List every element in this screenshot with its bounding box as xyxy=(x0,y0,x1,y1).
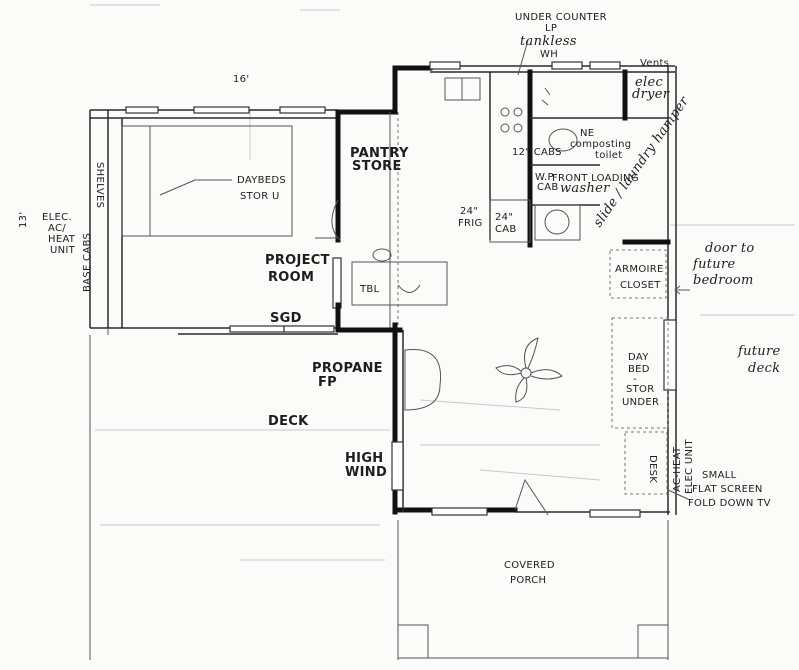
kitchen-bath xyxy=(444,69,671,248)
toilet-label-2: composting xyxy=(570,139,631,150)
elec-unit-right-label: ELEC UNIT xyxy=(684,438,695,494)
future-deck-label: future xyxy=(737,344,781,359)
front-loading-label: FRONT LOADING xyxy=(552,173,639,184)
project-label: PROJECT xyxy=(265,253,330,268)
daybed-right-label-5: UNDER xyxy=(622,397,659,408)
ac-heat-unit-label-2: AC/ xyxy=(48,223,66,234)
daybed-right-label-2: BED xyxy=(628,364,650,375)
ac-heat-right-label: AC-HEAT xyxy=(672,446,683,492)
labels: 16' 13' UNDER COUNTER LP tankless WH Ven… xyxy=(18,12,781,586)
laundry-hamper-label: slide / laundry hamper xyxy=(591,94,693,230)
closet-label: CLOSET xyxy=(620,280,661,291)
lp-label: LP xyxy=(545,23,557,34)
ac-heat-unit-label: ELEC. xyxy=(42,212,72,223)
covered-porch xyxy=(397,520,669,660)
under-counter-label: UNDER COUNTER xyxy=(515,12,607,23)
main-house-walls xyxy=(337,61,677,518)
fp-label: FP xyxy=(318,375,337,390)
door-future-label-3: bedroom xyxy=(693,273,754,288)
vents-label: Vents xyxy=(640,58,669,69)
wh-label: WH xyxy=(540,49,558,60)
wind-label: WIND xyxy=(345,465,387,480)
cabs-12-label: 12" CABS xyxy=(512,147,562,158)
propane-label: PROPANE xyxy=(312,361,383,376)
washer-label: washer xyxy=(560,181,610,196)
small-tv-label-3: FOLD DOWN TV xyxy=(688,498,771,509)
high-label: HIGH xyxy=(345,451,383,466)
daybed-right-label-4: STOR xyxy=(626,384,654,395)
toilet-label: NE xyxy=(580,128,594,139)
frig-label-2: FRIG xyxy=(458,218,483,229)
sgd-label: SGD xyxy=(270,311,302,326)
small-tv-label-2: FLAT SCREEN xyxy=(692,484,763,495)
daybed-right-label: DAY xyxy=(628,352,649,363)
daybed-right-label-3: - xyxy=(633,374,637,385)
ac-heat-unit-label-3: HEAT xyxy=(48,234,76,245)
left-wing-walls xyxy=(89,106,342,660)
ac-heat-unit-label-4: UNIT xyxy=(50,245,76,256)
covered-label: COVERED xyxy=(504,560,555,571)
porch-label: PORCH xyxy=(510,575,546,586)
wp-cab-label: W.P xyxy=(535,172,554,183)
shelves-label: SHELVES xyxy=(94,162,105,208)
daybeds-label: DAYBEDS xyxy=(237,175,286,186)
dim-depth-label: 13' xyxy=(18,212,29,228)
store-label: STORE xyxy=(352,159,402,174)
base-cabs-label: BASE CABS xyxy=(82,233,93,292)
toilet-label-3: toilet xyxy=(595,150,622,161)
elec-dryer-label-2: dryer xyxy=(632,87,670,102)
armoire-label: ARMOIRE xyxy=(615,264,664,275)
elec-dryer-label: elec xyxy=(635,75,663,90)
cab-24-label-2: CAB xyxy=(495,224,517,235)
desk-label: DESK xyxy=(647,455,658,483)
wp-cab-label-2: CAB xyxy=(537,182,559,193)
door-future-label: door to xyxy=(705,241,754,256)
daybeds-stor-label: STOR U xyxy=(240,191,280,202)
cab-24-label: 24" xyxy=(495,212,513,223)
door-future-label-2: future xyxy=(692,257,736,272)
small-tv-label: SMALL xyxy=(702,470,737,481)
annotation-arrows xyxy=(517,39,691,501)
deck-label: DECK xyxy=(268,414,309,429)
main-room-furniture xyxy=(351,248,669,495)
pantry-walls xyxy=(315,109,399,333)
frig-label: 24" xyxy=(460,206,478,217)
pantry-label: PANTRY xyxy=(350,146,409,161)
tankless-label: tankless xyxy=(520,34,577,49)
room-label: ROOM xyxy=(268,270,314,285)
dim-width-label: 16' xyxy=(233,74,249,85)
future-deck-label-2: deck xyxy=(748,361,780,376)
tbl-label: TBL xyxy=(359,284,380,295)
